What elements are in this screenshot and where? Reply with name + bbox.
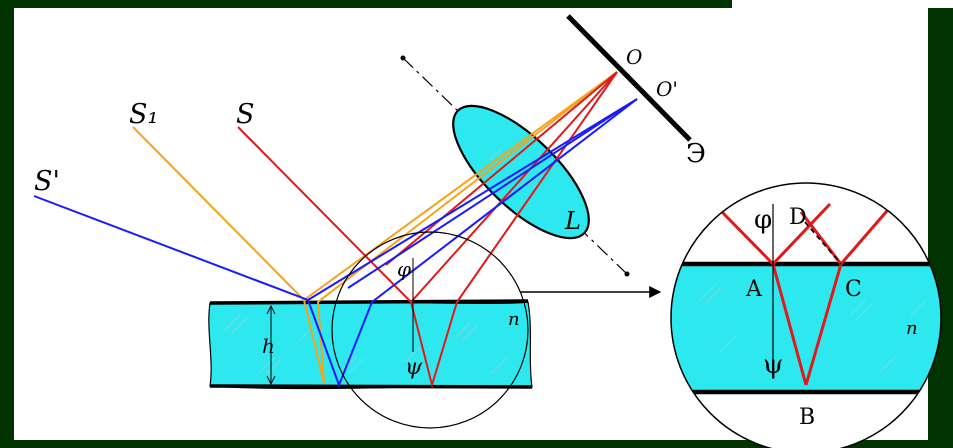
label-s1: S₁ [129, 99, 158, 130]
zoom-red-rays [720, 202, 895, 386]
orange-ray-group [132, 71, 618, 384]
ray-s1-reflected [303, 71, 618, 301]
label-a: A [745, 277, 763, 302]
plate-top-edge [209, 299, 529, 305]
blue-ray-group [33, 98, 638, 388]
screen-bar [566, 14, 692, 142]
label-screen: Э [686, 139, 706, 169]
label-phi-main: φ [397, 257, 411, 281]
zoom-dashed-dc [804, 221, 842, 265]
label-lens: L [564, 207, 581, 235]
label-n-main: n [508, 309, 520, 330]
zoomed-view [670, 182, 942, 448]
ray-s-reflected [410, 71, 618, 303]
ray-s-prime [33, 98, 638, 388]
label-psi-main: ψ [405, 355, 423, 380]
label-s: S [236, 99, 255, 130]
label-o-prime: O' [656, 77, 678, 101]
axis-endpoint-bottom [624, 271, 630, 277]
ray-s-prime-upper [347, 98, 638, 289]
frame-top-right-patch [732, 0, 953, 8]
ray-s [237, 71, 618, 389]
h-arrow-bottom [266, 375, 276, 386]
zoom-outline [670, 182, 942, 448]
ray-s-upper [385, 71, 618, 266]
label-h: h [262, 334, 275, 358]
label-o: O [626, 45, 642, 69]
label-d: D [789, 205, 807, 230]
label-psi-zoom: ψ [763, 350, 783, 380]
axis-endpoint-top [400, 55, 406, 61]
red-ray-group [237, 71, 618, 389]
label-b: B [799, 405, 815, 430]
label-phi-zoom: φ [754, 205, 772, 235]
h-arrow-top [266, 304, 276, 315]
lens [452, 104, 590, 240]
ray-s1 [132, 71, 618, 384]
plate-bottom-edge [209, 384, 533, 389]
glass-plate [208, 301, 533, 390]
label-n-zoom: n [906, 318, 918, 339]
zoom-glass [671, 264, 941, 392]
zoom-hatching [699, 283, 927, 373]
label-s-prime: S' [34, 166, 60, 197]
label-c: C [845, 277, 862, 302]
magnifier-circle [331, 231, 529, 429]
ray-s-prime-reflected [307, 98, 638, 301]
